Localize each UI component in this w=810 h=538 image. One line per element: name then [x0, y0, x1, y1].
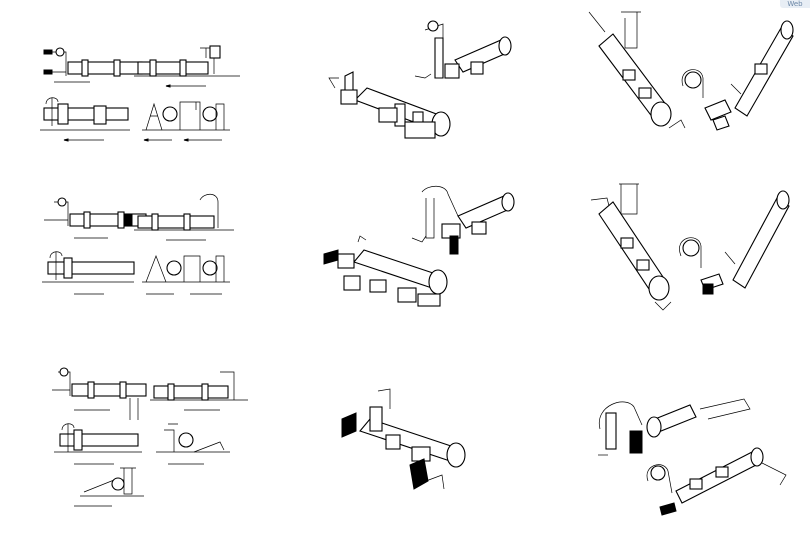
isometric-crossed-row1 [588, 11, 794, 131]
isometric-view-row3 [341, 388, 466, 490]
rotary-dryer-drum-front [323, 235, 448, 307]
dryer-elevation-a [43, 47, 143, 83]
dryer-side-elevation [142, 101, 230, 142]
rotary-dryer-drum-back [411, 185, 515, 255]
dryer-elevation-c [42, 251, 135, 295]
dryer-drum-lower [646, 447, 787, 516]
dryer-drum-diagonal-left [590, 183, 672, 311]
dryer-drum-diagonal-right [681, 20, 794, 131]
dryer-drum-diagonal-right [679, 190, 790, 295]
rotary-dryer-drum-front [328, 71, 451, 139]
conveyor-elevation-d [74, 467, 144, 507]
dryer-drum-upper [598, 398, 751, 456]
rotary-dryer-drum-back [414, 20, 512, 79]
dryer-elevation-c [40, 97, 130, 142]
conveyor-side-elevation [156, 423, 230, 465]
dryer-elevation-b [134, 193, 234, 241]
elevation-views-row2 [42, 193, 234, 295]
isometric-view-row1 [328, 20, 512, 139]
rotary-dryer-single [341, 388, 466, 490]
isometric-crossed-row2 [590, 183, 790, 311]
dryer-drum-diagonal-left [588, 11, 686, 129]
isometric-double-row3 [598, 398, 787, 516]
dryer-elevation-a [44, 197, 147, 239]
elevation-views-row1 [40, 45, 240, 142]
dryer-elevation-a [52, 367, 147, 420]
dryer-elevation-c [54, 423, 142, 465]
dryer-elevation-b [134, 45, 240, 88]
dryer-elevation-b [150, 371, 248, 411]
elevation-views-row3 [52, 367, 248, 507]
isometric-view-row2 [323, 185, 515, 307]
corner-badge: Web [780, 0, 810, 8]
dryer-side-elevation [142, 255, 230, 295]
